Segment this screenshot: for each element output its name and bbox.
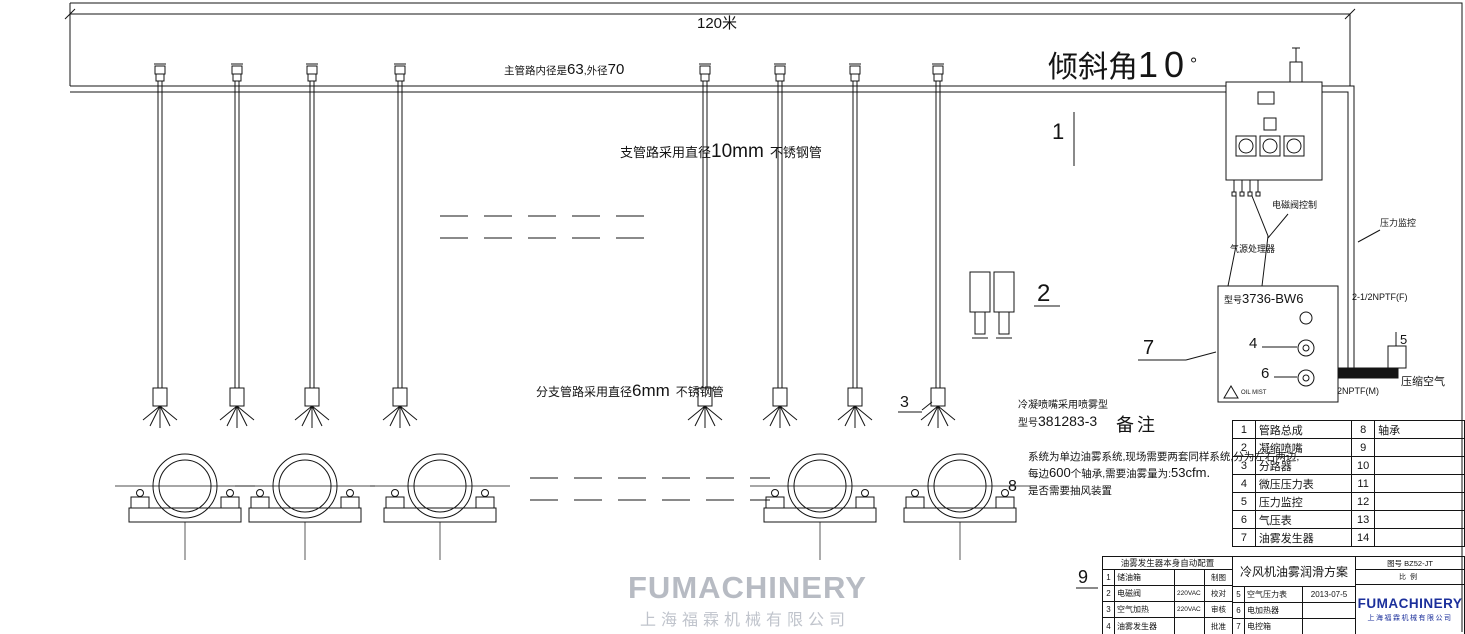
tb-row-name: 空气加热 (1115, 602, 1175, 618)
balloon-2: 2 (1037, 280, 1051, 307)
incline-angle-label: 倾斜角10° (1048, 44, 1198, 85)
tb-mid-extra (1303, 603, 1356, 619)
tb-row-no: 1 (1103, 570, 1115, 586)
nptf-m-label: 2NPTF(M) (1337, 386, 1379, 396)
divider-component (969, 271, 1060, 339)
balloon-leaders (898, 112, 1381, 589)
generator-model-label: 型号3736-BW6 (1224, 291, 1304, 306)
tb-mid-name: 电加热器 (1245, 603, 1303, 619)
tb-row-role: 制图 (1205, 570, 1233, 586)
tb-row-name: 电磁阀 (1115, 586, 1175, 602)
tb-row-no: 2 (1103, 586, 1115, 602)
tb-mid-name: 空气压力表 (1245, 587, 1303, 603)
drop-assemblies (142, 63, 956, 428)
remark-title: 备注 (1116, 415, 1158, 435)
balloon-7: 7 (1143, 337, 1155, 359)
nozzle-type-note-line1: 冷凝喷嘴采用喷雾型 (1018, 400, 1108, 411)
company-logo: FUMACHINERY 上海福霖机械有限公司 (1356, 585, 1464, 634)
air-inlet (1337, 332, 1407, 379)
title-block: 油雾发生器本身自动配置 1 储油箱 制图 2 电磁阀 220VAC 校对 3 空… (1102, 556, 1465, 634)
balloon-6: 6 (1261, 365, 1270, 382)
tb-row-no: 4 (1103, 618, 1115, 634)
balloon-9: 9 (1078, 567, 1089, 587)
tb-row-role: 审核 (1205, 602, 1233, 618)
tb-mid-no: 7 (1233, 619, 1245, 634)
tb-mid-name: 电控箱 (1245, 619, 1303, 634)
tb-row-name: 油雾发生器 (1115, 618, 1175, 634)
compressed-air-label: 压缩空气 (1401, 376, 1445, 388)
air-source-label: 气源处理器 (1230, 244, 1276, 254)
balloon-1: 1 (1052, 119, 1065, 144)
continuation-dashes (440, 215, 770, 501)
main-pipe-note: 主管路内径是63,外径70 (504, 61, 625, 78)
generator-box (1217, 285, 1339, 403)
tb-mid-extra (1303, 619, 1356, 634)
tb-row-spec: 220VAC (1175, 602, 1205, 618)
tb-mid-no: 6 (1233, 603, 1245, 619)
balloon-8: 8 (1008, 478, 1017, 495)
tb-row-name: 储油箱 (1115, 570, 1175, 586)
remark-line3: 是否需要抽风装置 (1028, 485, 1112, 497)
tb-row-role: 批准 (1205, 618, 1233, 634)
remark-line1: 系统为单边油雾系统,现场需要两套同样系统,分为左右两边, (1028, 451, 1300, 463)
watermark-brand: FUMACHINERY (628, 570, 867, 605)
balloon-5: 5 (1400, 332, 1408, 347)
solenoid-control-label: 电磁阀控制 (1272, 200, 1318, 210)
control-box (1225, 47, 1323, 197)
remark-line2: 每边600个轴承,需要油雾量为:53cfm. (1028, 465, 1211, 480)
tb-mid-no: 5 (1233, 587, 1245, 603)
nptf-f-label: 2-1/2NPTF(F) (1352, 292, 1408, 302)
balloon-4: 4 (1249, 335, 1258, 352)
main-pipe (70, 85, 1355, 368)
scale-cell: 比例 (1356, 570, 1464, 585)
tb-row-no: 3 (1103, 602, 1115, 618)
tb-row-spec (1175, 618, 1205, 634)
tb-row-spec (1175, 570, 1205, 586)
dimension-label: 120米 (697, 15, 738, 32)
doc-number-cell: 图号 BZ52-JT (1356, 557, 1464, 570)
drawing-title: 冷风机油雾润滑方案 (1233, 557, 1356, 587)
oil-mist-warning-label: OIL MIST (1241, 390, 1267, 396)
control-wires (1227, 195, 1289, 287)
tb-date: 2013-07-5 (1303, 587, 1356, 603)
tb-row-spec: 220VAC (1175, 586, 1205, 602)
watermark-company: 上海福霖机械有限公司 (640, 612, 851, 629)
logo-brand: FUMACHINERY (1357, 596, 1463, 611)
balloon-3: 3 (900, 394, 909, 411)
title-block-left-header: 油雾发生器本身自动配置 (1103, 557, 1233, 570)
logo-company: 上海福霖机械有限公司 (1367, 615, 1453, 622)
tb-row-role: 校对 (1205, 586, 1233, 602)
bearings (115, 453, 1030, 560)
nozzle-type-note-line2: 型号381283-3 (1018, 413, 1098, 429)
pressure-monitor-label: 压力监控 (1380, 218, 1417, 228)
